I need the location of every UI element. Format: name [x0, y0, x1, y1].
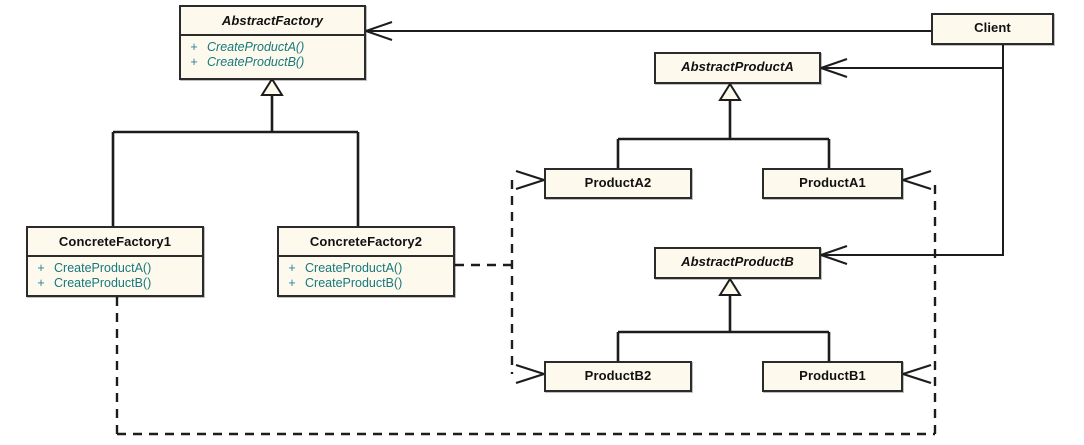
visibility-marker: +	[288, 261, 296, 275]
visibility-marker: +	[190, 40, 198, 54]
class-name-abstract-product-a: AbstractProductA	[681, 59, 794, 74]
dependency-concretefactory2-to-product2	[455, 169, 545, 385]
open-arrowhead	[902, 169, 932, 191]
generalization-productb-to-abstractproductb	[616, 277, 831, 361]
visibility-marker: +	[37, 261, 45, 275]
operation-signature: CreateProductA()	[207, 40, 305, 54]
open-arrowhead	[902, 363, 932, 385]
visibility-marker: +	[37, 276, 45, 291]
class-name-concrete-factory2: ConcreteFactory2	[309, 234, 423, 249]
class-box-product-b1[interactable]: ProductB1	[762, 361, 903, 392]
operations-compartment-concrete-factory2: + CreateProductA() + CreateProductB()	[279, 257, 453, 297]
operation-row: + CreateProductB()	[28, 276, 202, 291]
operations-compartment-abstract-factory: + CreateProductA() + CreateProductB()	[181, 36, 364, 76]
open-arrowhead	[365, 21, 393, 41]
generalization-concretefactories-to-abstractfactory	[111, 77, 360, 226]
operation-row: + CreateProductB()	[181, 55, 364, 70]
operation-signature: CreateProductB()	[54, 276, 152, 291]
class-box-product-a2[interactable]: ProductA2	[544, 168, 692, 199]
class-box-abstract-product-b[interactable]: AbstractProductB	[654, 247, 821, 279]
operation-row: + CreateProductA()	[181, 40, 364, 55]
association-client-to-abstractproductb	[820, 68, 1004, 265]
class-name-abstract-product-b: AbstractProductB	[681, 254, 794, 269]
generalization-arrowhead	[718, 277, 742, 296]
dependency-concretefactory1-to-product1	[115, 169, 937, 436]
generalization-arrowhead	[260, 77, 284, 96]
class-name-abstract-factory: AbstractFactory	[221, 13, 324, 28]
generalization-producta-to-abstractproducta	[616, 82, 831, 168]
class-box-concrete-factory1[interactable]: ConcreteFactory1 + CreateProductA() + Cr…	[26, 226, 204, 297]
operation-signature: CreateProductA()	[54, 261, 152, 275]
class-box-abstract-product-a[interactable]: AbstractProductA	[654, 52, 821, 84]
visibility-marker: +	[190, 55, 198, 70]
operation-row: + CreateProductA()	[279, 261, 453, 276]
class-name-concrete-factory1: ConcreteFactory1	[58, 234, 172, 249]
generalization-arrowhead	[718, 82, 742, 101]
compartment-separator	[28, 255, 202, 257]
open-arrowhead	[820, 58, 848, 78]
open-arrowhead	[515, 363, 545, 385]
open-arrowhead	[515, 169, 545, 191]
diagram-title: Abstract Factory UML Class Diagram	[0, 21, 1, 22]
class-name-product-b1: ProductB1	[799, 368, 866, 383]
open-arrowhead	[820, 245, 848, 265]
class-name-product-a2: ProductA2	[584, 175, 652, 190]
operation-signature: CreateProductB()	[305, 276, 403, 291]
operation-row: + CreateProductB()	[279, 276, 453, 291]
operation-row: + CreateProductA()	[28, 261, 202, 276]
association-client-to-abstractfactory	[365, 21, 931, 41]
class-box-product-a1[interactable]: ProductA1	[762, 168, 903, 199]
operations-compartment-concrete-factory1: + CreateProductA() + CreateProductB()	[28, 257, 202, 297]
class-name-product-b2: ProductB2	[584, 368, 652, 383]
operation-signature: CreateProductA()	[305, 261, 403, 275]
class-name-client: Client	[974, 20, 1011, 35]
class-name-product-a1: ProductA1	[799, 175, 866, 190]
association-client-to-abstractproducta	[820, 45, 1004, 78]
class-box-client[interactable]: Client	[931, 13, 1054, 45]
compartment-separator	[279, 255, 453, 257]
class-box-abstract-factory[interactable]: AbstractFactory + CreateProductA() + Cre…	[179, 5, 366, 80]
operation-signature: CreateProductB()	[207, 55, 305, 70]
class-box-product-b2[interactable]: ProductB2	[544, 361, 692, 392]
class-box-concrete-factory2[interactable]: ConcreteFactory2 + CreateProductA() + Cr…	[277, 226, 455, 297]
compartment-separator	[181, 34, 364, 36]
visibility-marker: +	[288, 276, 296, 291]
